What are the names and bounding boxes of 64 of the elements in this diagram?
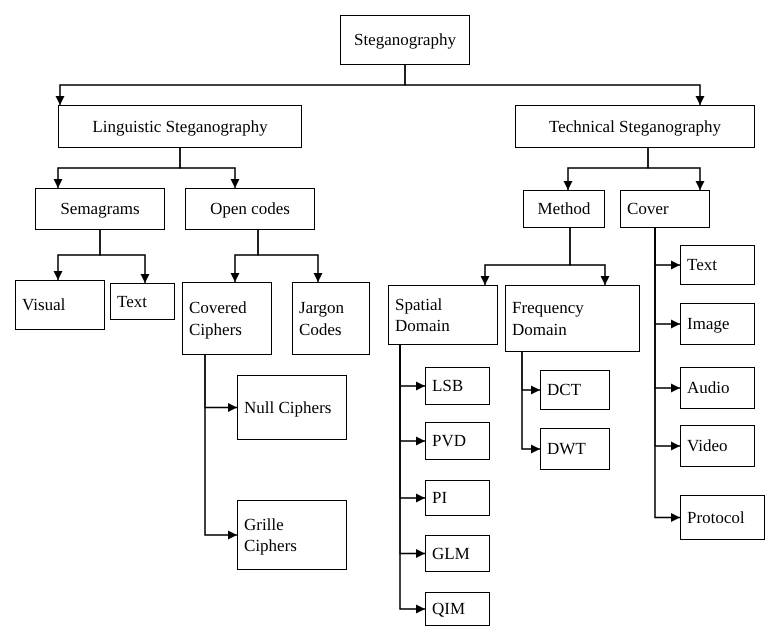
category-box xyxy=(15,280,105,330)
connector-arrow xyxy=(257,230,322,282)
connector-arrow xyxy=(654,228,680,522)
node-label: PI xyxy=(432,487,448,509)
node-label: Steganography xyxy=(354,29,456,51)
category-box xyxy=(425,592,490,626)
node-label: Image xyxy=(687,313,730,335)
connector-arrow xyxy=(204,355,237,540)
category-box xyxy=(680,367,755,409)
category-box xyxy=(523,190,605,228)
node-label: DWT xyxy=(547,438,586,460)
node-label: Spatial Domain xyxy=(395,294,451,336)
category-box xyxy=(680,245,755,285)
category-box xyxy=(620,190,710,228)
category-box xyxy=(340,15,470,65)
connector-arrow xyxy=(179,148,240,188)
node-label: Cover xyxy=(627,198,669,220)
category-box xyxy=(505,285,640,352)
node-label: Null Ciphers xyxy=(244,396,332,418)
node-label: Technical Steganography xyxy=(548,116,722,138)
category-box xyxy=(425,367,490,405)
node-label: Video xyxy=(687,435,728,457)
connector-arrow xyxy=(647,148,704,190)
category-box xyxy=(388,285,498,345)
connector-arrow xyxy=(399,345,425,614)
category-box xyxy=(680,303,755,345)
category-box xyxy=(680,495,765,540)
node-label: Semagrams xyxy=(60,198,140,220)
node-label: Linguistic Steganography xyxy=(92,116,268,138)
category-box xyxy=(110,283,175,320)
node-label: Protocol xyxy=(687,506,745,528)
category-box xyxy=(425,480,490,516)
category-box xyxy=(237,375,347,440)
node-label: Text xyxy=(117,290,147,312)
category-box xyxy=(425,535,490,572)
node-label: Covered Ciphers xyxy=(189,297,248,340)
node-label: DCT xyxy=(547,379,581,401)
node-label: QIM xyxy=(432,598,466,620)
connector-arrow xyxy=(404,65,704,105)
category-box xyxy=(182,282,272,355)
node-label: Audio xyxy=(687,377,730,399)
node-label: Text xyxy=(687,254,717,276)
node-label: Method xyxy=(538,198,590,220)
node-label: GLM xyxy=(432,542,470,564)
connector-arrow xyxy=(521,352,540,454)
category-box xyxy=(35,188,165,230)
category-box xyxy=(540,370,610,410)
category-box xyxy=(540,428,610,470)
node-label: Frequency Domain xyxy=(512,297,585,340)
connector-arrow xyxy=(569,228,610,285)
node-label: Visual xyxy=(22,294,66,316)
node-label: Grille Ciphers xyxy=(244,514,298,556)
category-box xyxy=(515,105,755,148)
category-box xyxy=(58,105,302,148)
category-box xyxy=(292,282,370,355)
category-box xyxy=(237,500,347,570)
node-label: LSB xyxy=(432,375,464,397)
connector-arrow xyxy=(99,230,150,283)
category-box xyxy=(680,425,755,467)
node-label: Open codes xyxy=(210,198,290,220)
category-box xyxy=(425,422,490,460)
node-label: PVD xyxy=(432,430,466,452)
category-box xyxy=(185,188,315,230)
node-label: Jargon Codes xyxy=(299,297,346,340)
